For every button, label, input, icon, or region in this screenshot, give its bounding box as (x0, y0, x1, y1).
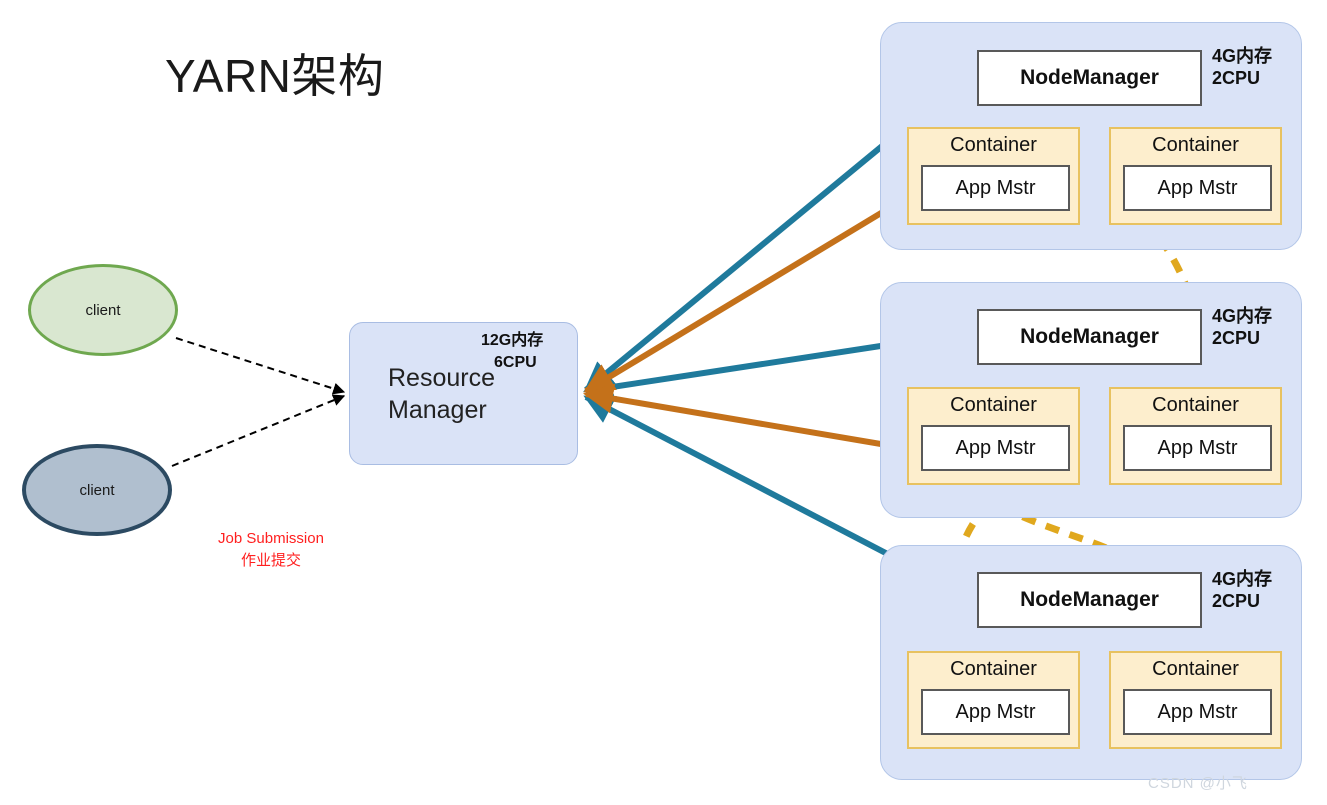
app-master-label: App Mstr (955, 176, 1036, 199)
node-resources-3: 4G内存 2CPU (1212, 569, 1273, 611)
container-title: Container (1152, 134, 1239, 156)
node-manager-box-2[interactable]: NodeManager (977, 309, 1202, 365)
resource-manager-label: Resource Manager (388, 364, 495, 424)
container-box-1-1[interactable]: Container App Mstr (907, 127, 1080, 225)
container-title: Container (1152, 658, 1239, 680)
node-panel-2[interactable]: NodeManager 4G内存 2CPU Container App Mstr… (880, 282, 1302, 518)
app-master-box[interactable]: App Mstr (1123, 425, 1272, 471)
resource-manager-memory: 12G内存 (481, 332, 544, 349)
node-resources-2: 4G内存 2CPU (1212, 306, 1273, 348)
client-label: client (79, 481, 115, 499)
node-resources-1: 4G内存 2CPU (1212, 46, 1273, 88)
client-node-2[interactable]: client (22, 444, 172, 536)
container-title: Container (950, 394, 1037, 416)
app-master-box[interactable]: App Mstr (1123, 165, 1272, 211)
container-box-3-2[interactable]: Container App Mstr (1109, 651, 1282, 749)
client-label: client (85, 301, 121, 319)
job-submission-caption: Job Submission 作业提交 (186, 528, 356, 572)
app-master-label: App Mstr (955, 436, 1036, 459)
app-master-box[interactable]: App Mstr (921, 425, 1070, 471)
app-master-label: App Mstr (955, 700, 1036, 723)
app-master-label: App Mstr (1157, 436, 1238, 459)
node-manager-label: NodeManager (1020, 588, 1159, 611)
edge-rm-appmaster-2 (583, 383, 919, 461)
app-master-box[interactable]: App Mstr (921, 689, 1070, 735)
container-box-2-1[interactable]: Container App Mstr (907, 387, 1080, 485)
resource-manager-box[interactable] (349, 322, 578, 465)
node-panel-3[interactable]: NodeManager 4G内存 2CPU Container App Mstr… (880, 545, 1302, 780)
container-title: Container (1152, 394, 1239, 416)
container-box-2-2[interactable]: Container App Mstr (1109, 387, 1282, 485)
app-master-box[interactable]: App Mstr (921, 165, 1070, 211)
node-manager-box-1[interactable]: NodeManager (977, 50, 1202, 106)
container-box-3-1[interactable]: Container App Mstr (907, 651, 1080, 749)
diagram-title: YARN架构 (165, 50, 385, 102)
app-master-label: App Mstr (1157, 176, 1238, 199)
watermark: CSDN @小飞 (1148, 775, 1248, 792)
container-title: Container (950, 658, 1037, 680)
resource-manager-cpu: 6CPU (494, 354, 537, 371)
container-title: Container (950, 134, 1037, 156)
node-manager-box-3[interactable]: NodeManager (977, 572, 1202, 628)
client-node-1[interactable]: client (28, 264, 178, 356)
app-master-label: App Mstr (1157, 700, 1238, 723)
app-master-box[interactable]: App Mstr (1123, 689, 1272, 735)
edge-client1-to-rm (175, 337, 346, 395)
node-panel-1[interactable]: NodeManager 4G内存 2CPU Container App Mstr… (880, 22, 1302, 250)
container-box-1-2[interactable]: Container App Mstr (1109, 127, 1282, 225)
job-submission-label-en: Job Submission (218, 530, 324, 547)
job-submission-label-cn: 作业提交 (240, 552, 301, 569)
node-manager-label: NodeManager (1020, 66, 1159, 89)
edge-client2-to-rm (171, 394, 346, 467)
edge-rm-appmaster-1 (583, 189, 919, 394)
node-manager-label: NodeManager (1020, 325, 1159, 348)
